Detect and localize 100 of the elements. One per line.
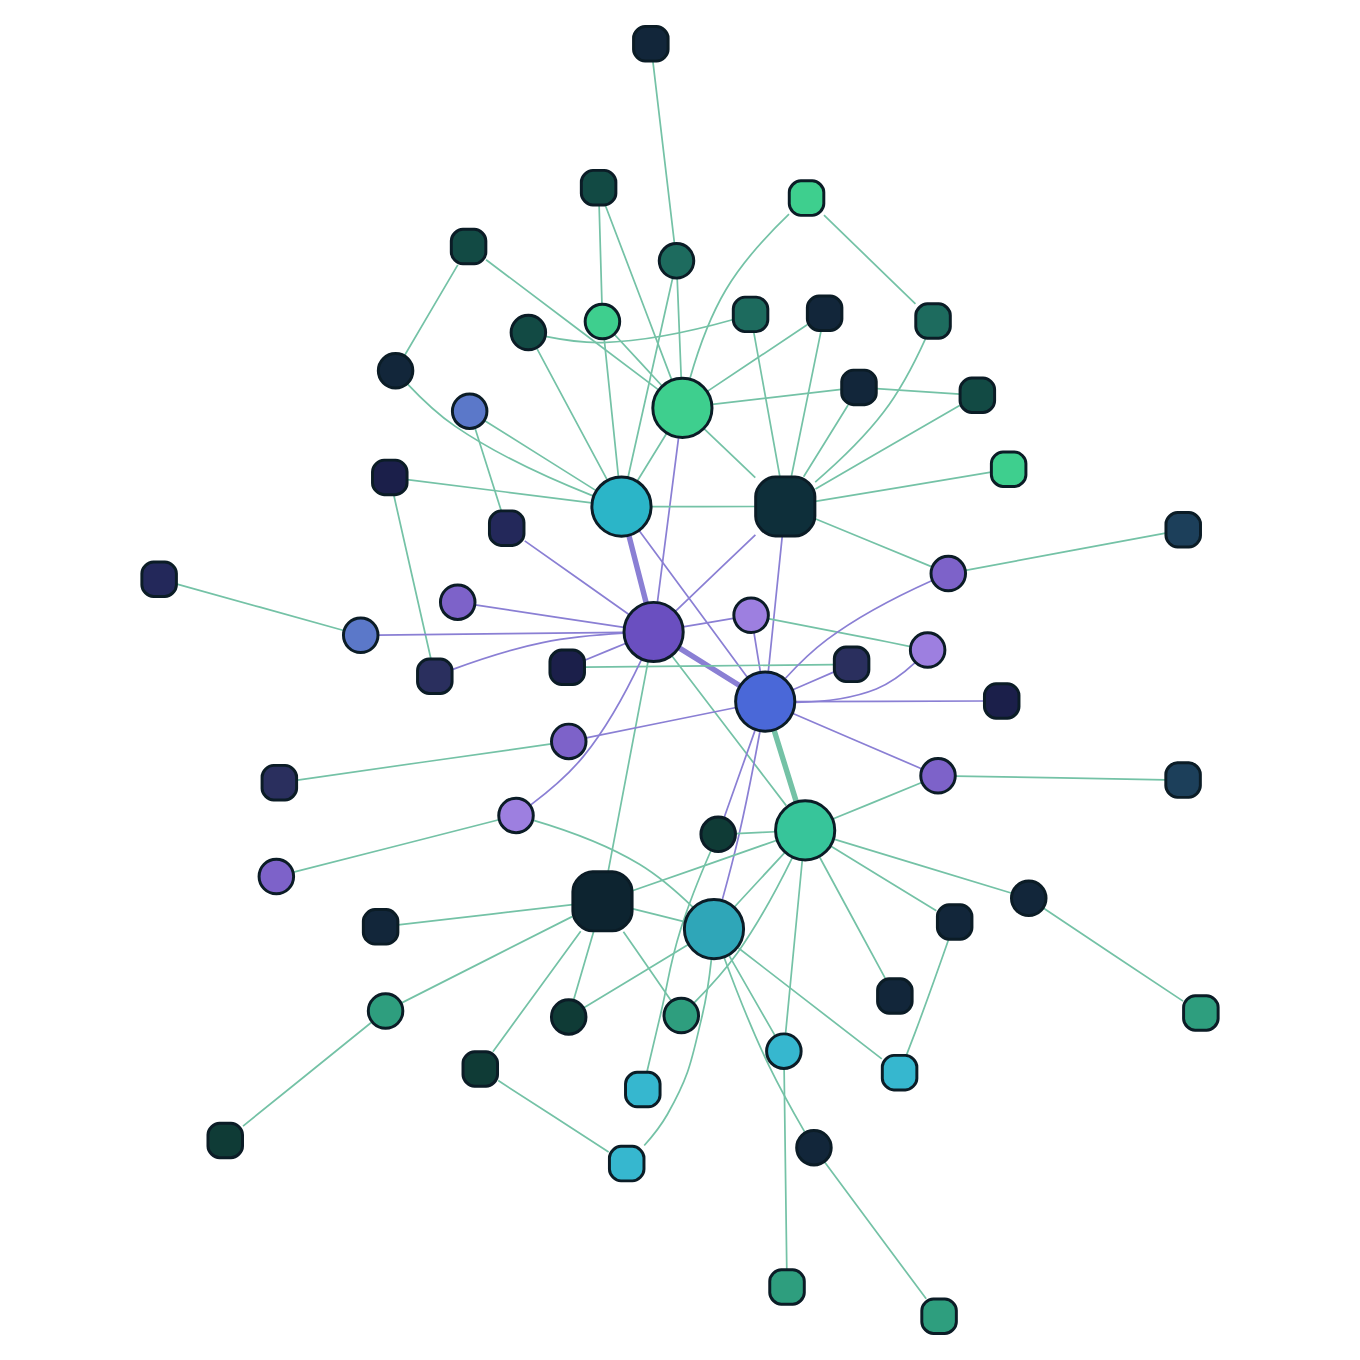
node-box — [832, 645, 871, 684]
connector — [377, 631, 625, 636]
node-box — [361, 908, 400, 946]
node-box — [607, 1144, 646, 1183]
connector — [613, 333, 663, 387]
connector — [406, 382, 594, 497]
connector — [723, 957, 806, 1133]
connector — [727, 953, 776, 1037]
connector — [474, 427, 503, 512]
connector — [954, 775, 1167, 781]
node-box — [571, 870, 634, 933]
node-circle — [732, 596, 770, 634]
node-circle — [657, 242, 696, 280]
connector — [676, 278, 683, 379]
connector — [674, 534, 757, 612]
connector — [585, 706, 738, 739]
connector — [638, 529, 749, 679]
connector — [604, 204, 673, 381]
connector — [783, 1067, 788, 1271]
node-box — [731, 295, 770, 334]
node-box — [579, 168, 618, 207]
connector — [523, 540, 630, 616]
node-box — [914, 302, 952, 340]
connector — [497, 1079, 610, 1153]
connector — [670, 654, 788, 807]
connector — [829, 845, 938, 912]
node-box — [982, 682, 1021, 720]
node-box — [260, 763, 299, 802]
node-circle — [438, 583, 477, 621]
connector — [583, 943, 690, 1009]
connector — [531, 819, 695, 909]
connector — [598, 204, 603, 305]
connector — [406, 478, 593, 504]
connector — [831, 781, 923, 820]
connector — [652, 60, 676, 245]
node-box — [876, 977, 914, 1015]
node-circle — [622, 600, 685, 664]
connector — [802, 404, 849, 478]
connector — [397, 903, 574, 926]
connector — [706, 323, 809, 392]
connector — [814, 518, 933, 568]
node-box — [754, 475, 817, 538]
node-box — [632, 25, 670, 63]
node-box — [805, 294, 844, 332]
connector — [529, 658, 643, 806]
connector — [451, 632, 625, 671]
connector — [752, 331, 781, 478]
connector — [584, 663, 835, 668]
node-circle — [651, 376, 714, 439]
node-circle — [549, 998, 588, 1036]
connector — [176, 583, 345, 632]
node-circle — [376, 351, 415, 390]
connector — [643, 958, 713, 1147]
connector — [646, 849, 712, 1073]
node-box — [461, 1050, 500, 1088]
connector — [734, 830, 777, 835]
connector — [784, 859, 804, 1035]
connector — [632, 908, 686, 923]
node-box — [624, 1070, 662, 1109]
connector — [656, 437, 680, 604]
connector — [689, 213, 790, 380]
connector — [721, 730, 761, 901]
node-circle — [774, 799, 837, 862]
connector — [544, 318, 734, 344]
connector — [483, 419, 597, 491]
node-circle — [583, 302, 622, 341]
node-box — [416, 657, 454, 695]
connector — [392, 494, 432, 660]
connector — [536, 347, 609, 481]
connector — [767, 617, 912, 648]
connector — [626, 535, 649, 604]
connector — [703, 427, 757, 479]
connector — [833, 838, 1013, 895]
node-box — [1164, 511, 1202, 549]
node-box — [371, 458, 409, 497]
connector — [403, 264, 459, 357]
connector — [753, 631, 762, 673]
connector — [823, 1161, 928, 1300]
node-box — [1164, 761, 1202, 799]
connector — [792, 671, 835, 691]
connector — [572, 930, 595, 1001]
connector — [1042, 907, 1184, 1002]
node-box — [768, 1268, 806, 1306]
node-box — [880, 1053, 919, 1092]
connector — [823, 214, 917, 305]
connector — [693, 856, 794, 1004]
node-circle — [765, 1032, 803, 1070]
connector — [492, 930, 582, 1053]
node-box — [935, 903, 974, 941]
node-circle — [795, 1128, 833, 1167]
node-circle — [590, 475, 653, 538]
node-box — [958, 376, 997, 414]
node-box — [487, 509, 526, 547]
connector — [794, 661, 917, 704]
node-circle — [341, 616, 380, 654]
connector — [733, 851, 786, 909]
node-box — [920, 1297, 958, 1335]
node-circle — [919, 757, 957, 795]
connector — [296, 743, 553, 781]
connector — [650, 505, 757, 508]
